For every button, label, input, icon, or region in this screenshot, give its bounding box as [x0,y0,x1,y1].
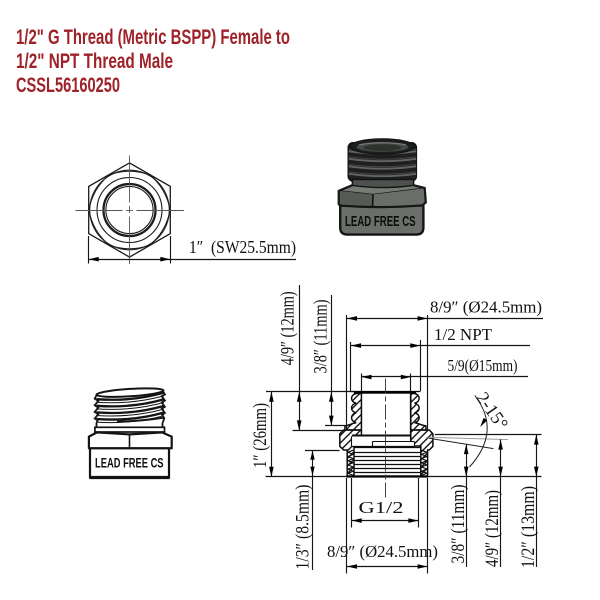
svg-text:4/9″ (12mm): 4/9″ (12mm) [279,291,299,365]
svg-text:G1/2: G1/2 [359,498,404,517]
svg-text:1/2″ (13mm): 1/2″ (13mm) [519,486,539,568]
svg-text:1/3″ (8.5mm): 1/3″ (8.5mm) [293,485,313,570]
svg-text:1/2 NPT: 1/2 NPT [434,325,492,344]
svg-text:LEAD FREE CS: LEAD FREE CS [345,214,416,230]
svg-text:1″ (26mm): 1″ (26mm) [251,403,271,468]
svg-text:1/2" NPT Thread Male: 1/2" NPT Thread Male [16,49,173,73]
svg-text:8/9″ (Ø24.5mm): 8/9″ (Ø24.5mm) [430,298,542,317]
svg-text:3/8″ (11mm): 3/8″ (11mm) [449,485,469,564]
svg-text:3/8″ (11mm): 3/8″ (11mm) [312,300,332,374]
svg-text:1/2" G Thread (Metric BSPP) Fe: 1/2" G Thread (Metric BSPP) Female to [16,25,290,49]
svg-text:CSSL56160250: CSSL56160250 [16,73,120,97]
svg-text:1″ (SW25.5mm): 1″ (SW25.5mm) [189,237,296,257]
svg-text:5/9(Ø15mm): 5/9(Ø15mm) [448,356,518,375]
svg-text:LEAD FREE CS: LEAD FREE CS [95,456,164,472]
svg-text:8/9″ (Ø24.5mm): 8/9″ (Ø24.5mm) [327,542,438,561]
svg-text:4/9″ (12mm): 4/9″ (12mm) [483,490,503,567]
